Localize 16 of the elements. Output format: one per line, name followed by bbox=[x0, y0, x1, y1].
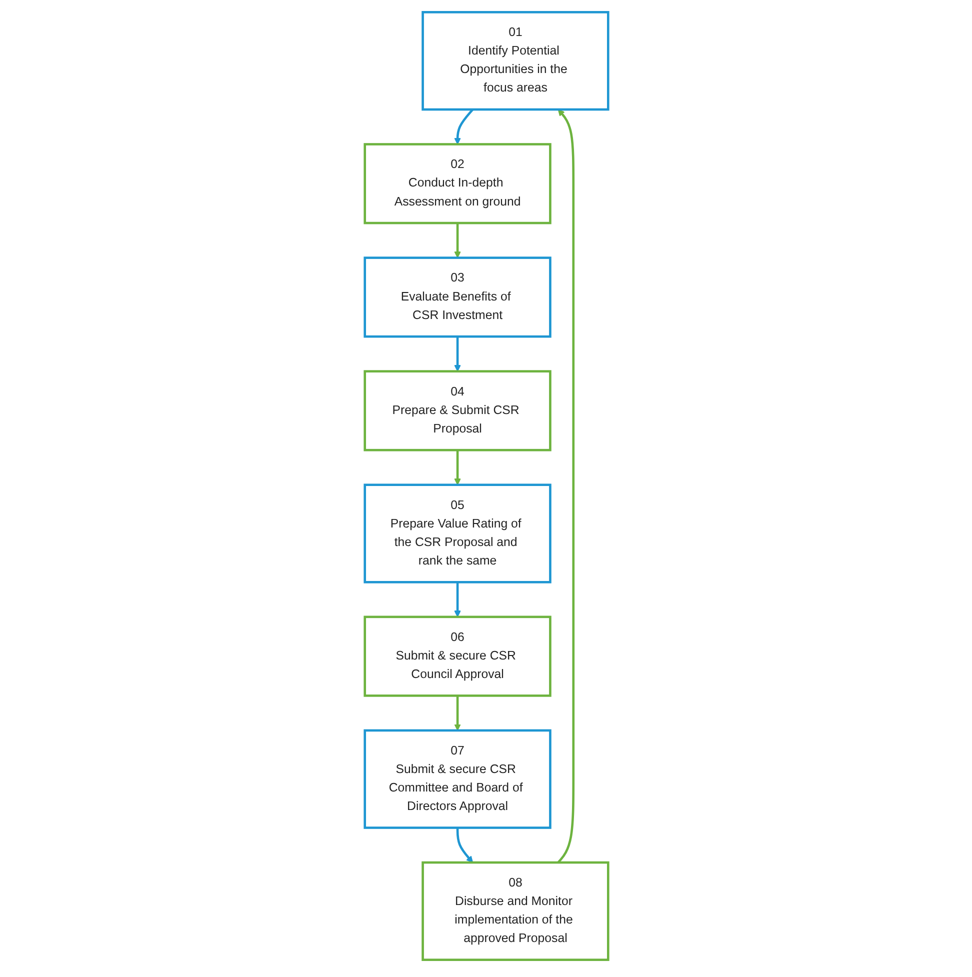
arrow bbox=[454, 582, 460, 618]
node-box: 03 Evaluate Benefits of CSR Investment bbox=[363, 256, 551, 338]
arrow bbox=[454, 696, 460, 731]
arrow bbox=[454, 336, 460, 372]
arrow bbox=[556, 109, 574, 864]
node-box: 05 Prepare Value Rating of the CSR Proposal and rank the same bbox=[363, 484, 551, 584]
node-box: 08 Disburse and Monitor implementation of the approved Proposal bbox=[421, 861, 609, 961]
node-box: 07 Submit & secure CSR Committee and Board of Directors Approval bbox=[363, 729, 551, 829]
arrow bbox=[454, 108, 474, 145]
node-box: 02 Conduct In-depth Assessment on ground bbox=[363, 143, 551, 224]
arrow bbox=[456, 828, 473, 863]
node-box: 06 Submit & secure CSR Council Approval bbox=[363, 616, 551, 697]
arrow bbox=[454, 223, 460, 258]
node-box: 04 Prepare & Submit CSR Proposal bbox=[363, 370, 551, 452]
arrow bbox=[454, 450, 460, 486]
node-box: 01 Identify Potential Opportunities in the focus areas bbox=[421, 11, 609, 111]
